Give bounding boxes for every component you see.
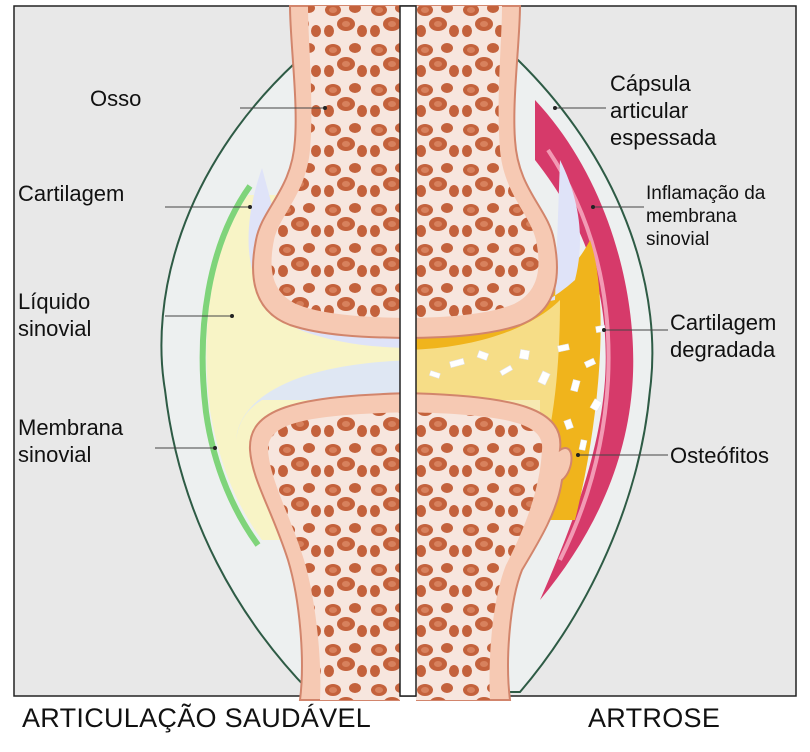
label-capsula-line1: Cápsula: [610, 71, 691, 96]
label-membrana-line1: Membrana: [18, 415, 124, 440]
caption-healthy: ARTICULAÇÃO SAUDÁVEL: [22, 703, 372, 733]
label-inflamacao-membrana: Inflamação da membrana sinovial: [646, 182, 765, 251]
label-inflamacao-line2: membrana: [646, 206, 737, 227]
upper-cartilage-thin: [416, 160, 581, 338]
label-membrana-line2: sinovial: [18, 442, 92, 467]
label-liquido-line1: Líquido: [18, 289, 91, 314]
arthrosis-joint: [416, 5, 654, 701]
label-degradada-line2: degradada: [670, 337, 776, 362]
lower-cartilage: [236, 360, 400, 440]
label-liquido-line2: sinovial: [18, 316, 92, 341]
healthy-joint: [160, 5, 400, 701]
lower-bone-marrow: [268, 412, 400, 700]
upper-bone-marrow: [271, 6, 400, 318]
upper-bone-marrow-right: [416, 6, 539, 318]
leader-dots: [213, 106, 606, 457]
label-liquido-sinovial: Líquido sinovial: [18, 288, 91, 342]
inflamed-membrane-highlight: [546, 148, 611, 561]
label-capsula-line2: articular: [610, 98, 689, 123]
label-cartilagem-degradada: Cartilagem degradada: [670, 309, 776, 363]
inflamed-membrane: [535, 100, 634, 600]
label-capsula-line3: espessada: [610, 125, 717, 150]
leader-lines: [155, 107, 668, 456]
synovial-membrane: [199, 184, 261, 547]
label-inflamacao-line3: sinovial: [646, 229, 710, 250]
center-divider: [399, 5, 417, 697]
label-capsula-articular: Cápsula articular espessada: [610, 70, 716, 151]
label-membrana-sinovial: Membrana sinovial: [18, 414, 123, 468]
label-inflamacao-line1: Inflamação da: [646, 183, 766, 204]
cartilage-fragments: [429, 324, 606, 451]
label-cartilagem: Cartilagem: [18, 181, 125, 206]
label-osteofitos: Osteófitos: [670, 443, 770, 468]
caption-arthrosis: ARTROSE: [588, 703, 721, 733]
label-degradada-line1: Cartilagem: [670, 310, 777, 335]
lower-bone-marrow-right: [416, 412, 543, 700]
label-osso: Osso: [90, 86, 142, 111]
